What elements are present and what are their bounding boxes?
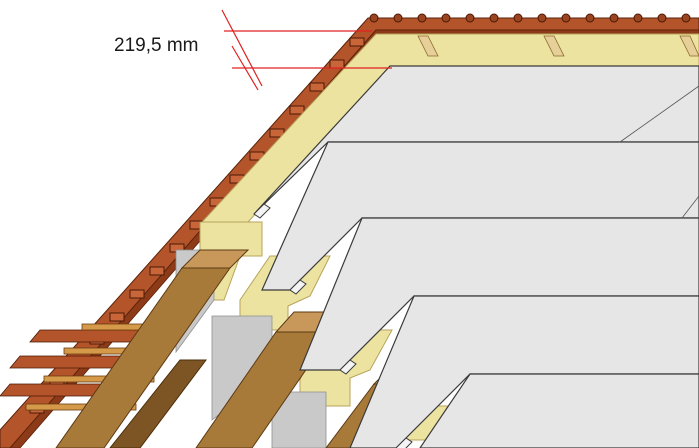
panel-joints — [253, 203, 413, 448]
dimension-marker — [221, 9, 392, 91]
dimension-slash-top — [221, 9, 263, 87]
tile-ridges-top — [369, 13, 691, 23]
dimension-label: 219,5 mm — [112, 35, 201, 57]
roof-tiles — [0, 13, 699, 448]
rafter-left — [109, 359, 207, 448]
counter-battens — [417, 35, 699, 57]
lining-panels — [253, 65, 699, 448]
panel-5 — [419, 373, 699, 448]
dimension-slash-bottom — [231, 45, 259, 91]
tile-battens — [25, 323, 173, 411]
